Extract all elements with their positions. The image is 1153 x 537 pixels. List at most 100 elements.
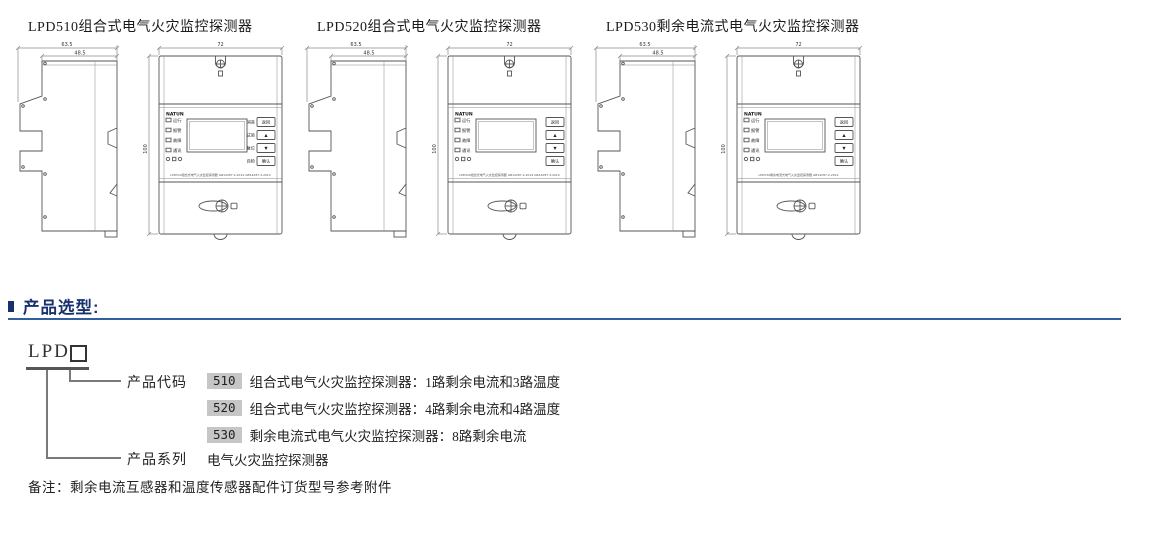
model-selection-tree: LPD 产品代码 产品系列 510 组合式电气火灾监控探测器：1路剩余电流和3路… [0,340,780,472]
confirm-button [834,156,854,166]
rail-hook [685,127,696,149]
svg-text:48.5: 48.5 [74,51,85,57]
front-view-drawing: 72 100 [432,42,574,240]
front-panel: NATUN 运行 报警 故障 通讯 返回 [454,112,565,177]
rail-hook [396,127,407,149]
led-label: 报警 [462,127,471,134]
mounting-clip-icon [504,56,515,77]
led-indicator [743,127,750,133]
led-indicator [454,127,461,133]
code-option-row: 530 剩余电流式电气火灾监控探测器：8路剩余电流 [207,425,526,445]
lcd-screen-inner [189,121,245,150]
drawing-views: 63.5 48.5 [588,38,871,244]
led-label: 通讯 [751,147,760,154]
led-indicator [165,127,172,133]
tree-line-series-horizontal [46,457,121,459]
device-outline [158,55,283,240]
code-description: 组合式电气火灾监控探测器：1路剩余电流和3路温度 [249,375,561,390]
up-arrow-icon: ▲ [842,133,846,138]
code-description: 剩余电流式电气火灾监控探测器：8路剩余电流 [249,429,527,444]
code-underline [68,367,89,370]
led-indicator [165,137,172,143]
side-profile-outline [597,60,696,238]
seal-screw-icon [198,199,238,213]
led-indicator [165,147,172,153]
height-dimension: 100 [721,53,736,237]
inner-depth-dimension: 48.5 [39,45,120,61]
led-indicator [165,117,172,123]
button-label: 确认 [840,158,849,165]
brand-logo: NATUN [166,112,184,118]
button-side-label: 消音 [247,119,255,126]
mounting-clip-icon [215,56,226,77]
confirm-button [545,156,565,166]
cert-marks-icon [743,156,761,162]
code-chip: 510 [207,373,242,389]
back-button [834,117,854,127]
model-prefix: LPD [28,341,70,362]
led-indicator [743,137,750,143]
front-view-drawing: 72 100 [721,42,863,240]
front-view-drawing: 72 100 [143,42,285,240]
tree-line-series-vertical [46,370,48,458]
seal-screw-icon [776,199,816,213]
din-clip-tab [682,230,696,238]
width-dimension: 72 [734,42,863,55]
led-label: 运行 [173,117,181,124]
tree-line-code-vertical [69,370,71,381]
svg-text:100: 100 [432,144,438,154]
button-side-label: 复位 [247,145,255,152]
drawing-group: LPD530剩余电流式电气火灾监控探测器 63.5 48.5 [588,12,871,244]
led-indicator [454,137,461,143]
rail-hook [107,127,118,149]
side-profile-outline [19,60,118,238]
button-label: 返回 [262,119,270,126]
lcd-screen [764,118,826,153]
up-button [545,130,565,140]
svg-text:48.5: 48.5 [652,51,663,57]
rail-notch [109,183,118,197]
svg-text:100: 100 [721,144,727,154]
rail-notch [687,183,696,197]
side-profile-outline [308,60,407,238]
series-branch-label: 产品系列 [127,453,187,468]
model-code-placeholder-box [70,345,87,362]
prefix-underline [26,367,72,370]
drawing-views: 63.5 48.5 [299,38,582,244]
red-accent-bar [187,111,277,115]
drawing-group: LPD520组合式电气火灾监控探测器 63.5 48.5 [299,12,582,244]
din-clip-tab [393,230,407,238]
drawing-title: LPD520组合式电气火灾监控探测器 [317,20,542,35]
down-arrow-icon: ▼ [553,146,557,151]
bottom-tab [502,233,517,240]
panel-caption: LPD520组合式电气火灾监控探测器 GB14287.2-2014 GB1428… [459,172,560,177]
lcd-screen [475,118,537,153]
panel-caption: LPD530剩余电流式电气火灾监控探测器 GB14287.2-2014 [759,172,839,177]
din-clip-tab [104,230,118,238]
led-label: 故障 [173,137,181,144]
svg-text:63.5: 63.5 [350,42,361,48]
section-title: 产品选型: [23,299,100,317]
down-arrow-icon: ▼ [842,146,846,151]
inner-depth-dimension: 48.5 [617,45,698,61]
product-drawings-row: LPD510组合式电气火灾监控探测器 63.5 48.5 [10,12,877,244]
led-label: 报警 [751,127,760,134]
svg-text:72: 72 [795,42,801,48]
front-panel: NATUN 运行 报警 故障 通讯 消音 返回 试验 [165,111,277,177]
led-label: 故障 [751,137,759,144]
device-outline [447,55,572,240]
footnote: 备注：剩余电流互感器和温度传感器配件订货型号参考附件 [28,480,392,495]
svg-text:63.5: 63.5 [61,42,72,48]
seal-screw-icon [487,199,527,213]
button-label: 确认 [551,158,560,165]
led-label: 通讯 [173,147,182,154]
height-dimension: 100 [432,53,447,237]
section-divider-rule [8,318,1121,320]
mounting-clip-icon [793,56,804,77]
code-chip: 530 [207,427,242,443]
series-description: 电气火灾监控探测器 [207,453,329,468]
svg-text:100: 100 [143,144,149,154]
back-button [256,117,276,127]
side-view-drawing: 63.5 48.5 [593,42,698,238]
